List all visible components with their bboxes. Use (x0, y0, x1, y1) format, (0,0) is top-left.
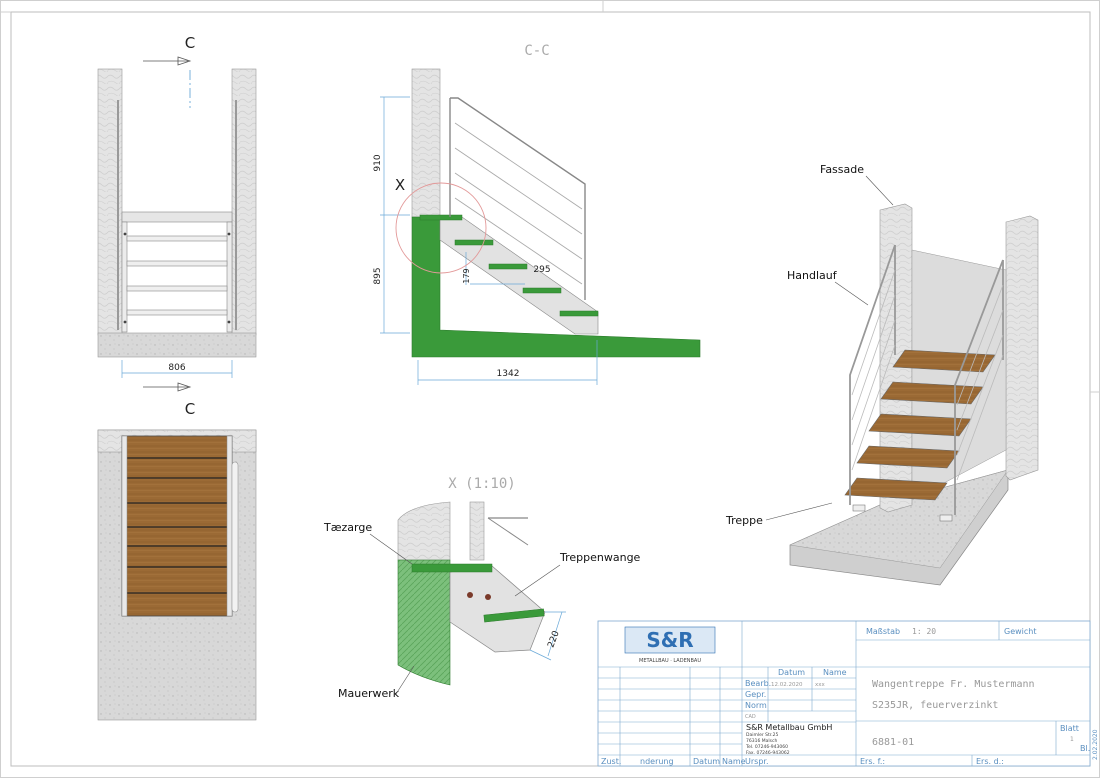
dim-step-rise: 179 (462, 268, 471, 283)
floor-slab (97, 332, 257, 358)
detail-mark: X (395, 176, 405, 194)
label-treppenwange: Treppenwange (559, 551, 641, 564)
zust-label: Zust. (601, 757, 621, 766)
label-mauerwerk: Mauerwerk (338, 687, 400, 700)
name2-label: Name (722, 757, 746, 766)
company-city: 76316 Malsch (746, 738, 777, 744)
detail-x-view: X (1:10) 220 (397, 476, 566, 686)
dim-front-width: 806 (168, 363, 185, 373)
company-logo (624, 626, 716, 654)
detail-masonry (397, 559, 451, 686)
ers-d-label: Ers. d.: (976, 757, 1004, 766)
label-treppe: Treppe (725, 514, 763, 527)
side-date: 2.02.2020 (1092, 729, 1099, 760)
aenderung-label: nderung (640, 757, 674, 766)
material: S235JR, feuerverzinkt (872, 700, 998, 711)
bl-label: Bl. (1080, 744, 1090, 753)
plan-view (97, 429, 257, 721)
cad-label: CAD (745, 714, 756, 720)
plan-treads (121, 435, 233, 617)
detail-title: X (1:10) (448, 476, 515, 492)
company-name: S&R Metallbau GmbH (746, 723, 832, 732)
top-landing (121, 211, 233, 223)
massstab-label: Maßstab (866, 627, 900, 636)
label-handlauf: Handlauf (787, 269, 838, 282)
name-label: Name (823, 668, 847, 677)
bearb-name: xxx (815, 682, 826, 688)
blatt-value: 1 (1070, 736, 1074, 743)
company-tel: Tel. 07246-943060 (745, 744, 788, 750)
front-elevation-view: C 806 (97, 34, 257, 418)
gewicht-label: Gewicht (1004, 627, 1037, 636)
bearb-label: Bearb. (745, 679, 771, 688)
dim-step-depth: 295 (533, 265, 550, 275)
dim-total-length: 1342 (497, 369, 520, 379)
section-mark-top: C (185, 34, 195, 52)
dim-detail-width: 220 (546, 629, 561, 649)
isometric-view (789, 203, 1039, 586)
label-fassade: Fassade (820, 163, 864, 176)
label-zarge: Tæzarge (323, 521, 372, 534)
drawing-title: Wangentreppe Fr. Mustermann (872, 679, 1035, 690)
company-fax: Fax. 07246-943062 (746, 750, 790, 756)
dim-height-upper: 910 (373, 154, 383, 171)
inner-frame (10, 11, 1091, 767)
dim-height-lower: 895 (373, 267, 383, 284)
logo-subtitle: METALLBAU · LADENBAU (639, 658, 701, 664)
company-street: Daimler Str.25 (746, 732, 779, 738)
drawing-number: 6881-01 (872, 737, 914, 748)
detail-stringer (449, 565, 546, 653)
massstab-value: 1: 20 (912, 627, 936, 636)
logo-text: S&R (646, 628, 693, 652)
iso-wall-left (879, 203, 913, 513)
datum-label: Datum (778, 668, 805, 677)
bearb-datum: 12.02.2020 (771, 682, 803, 688)
title-block: S&R METALLBAU · LADENBAU Maßstab 1: 20 G… (597, 620, 1099, 767)
section-cc-view: C-C (373, 43, 701, 385)
norm-label: Norm (745, 701, 767, 710)
datum2-label: Datum (693, 757, 720, 766)
urspr-label: Urspr. (745, 757, 769, 766)
ers-f-label: Ers. f.: (860, 757, 885, 766)
section-title: C-C (524, 43, 549, 59)
section-mark-bottom: C (185, 400, 195, 418)
detail-circle (395, 182, 487, 274)
annotation-labels: Fassade Handlauf Treppe Tæzarge Treppenw… (323, 163, 894, 700)
gepr-label: Gepr. (745, 690, 766, 699)
blatt-label: Blatt (1060, 724, 1079, 733)
iso-wall-right (1005, 215, 1039, 481)
